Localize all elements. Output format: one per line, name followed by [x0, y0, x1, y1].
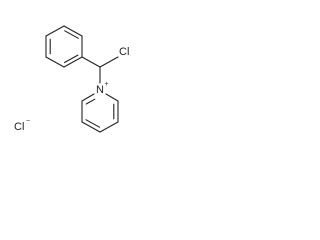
chlorine-substituent-label: Cl: [119, 46, 129, 58]
bond: [45, 25, 65, 37]
structure-diagram: Cl N + Cl −: [14, 25, 129, 133]
counterion-charge-label: −: [26, 118, 30, 125]
benzene-ring: [45, 25, 83, 68]
chloride-counterion-label: Cl: [14, 121, 24, 133]
bond: [63, 25, 83, 37]
nitrogen-charge-label: +: [105, 81, 109, 88]
bond: [45, 56, 65, 68]
bond: [99, 121, 119, 133]
pyridinium-ring: [81, 93, 119, 133]
bond: [63, 56, 83, 68]
bond: [99, 56, 119, 68]
double-bond-inner: [64, 30, 79, 39]
double-bond-inner: [63, 54, 79, 64]
bond: [81, 93, 95, 102]
double-bond-inner: [85, 119, 101, 128]
pyridinium-nitrogen-label: N: [96, 84, 104, 96]
bond: [81, 56, 101, 68]
double-bond-inner: [85, 98, 96, 105]
bond: [81, 121, 101, 133]
bond: [105, 93, 119, 102]
